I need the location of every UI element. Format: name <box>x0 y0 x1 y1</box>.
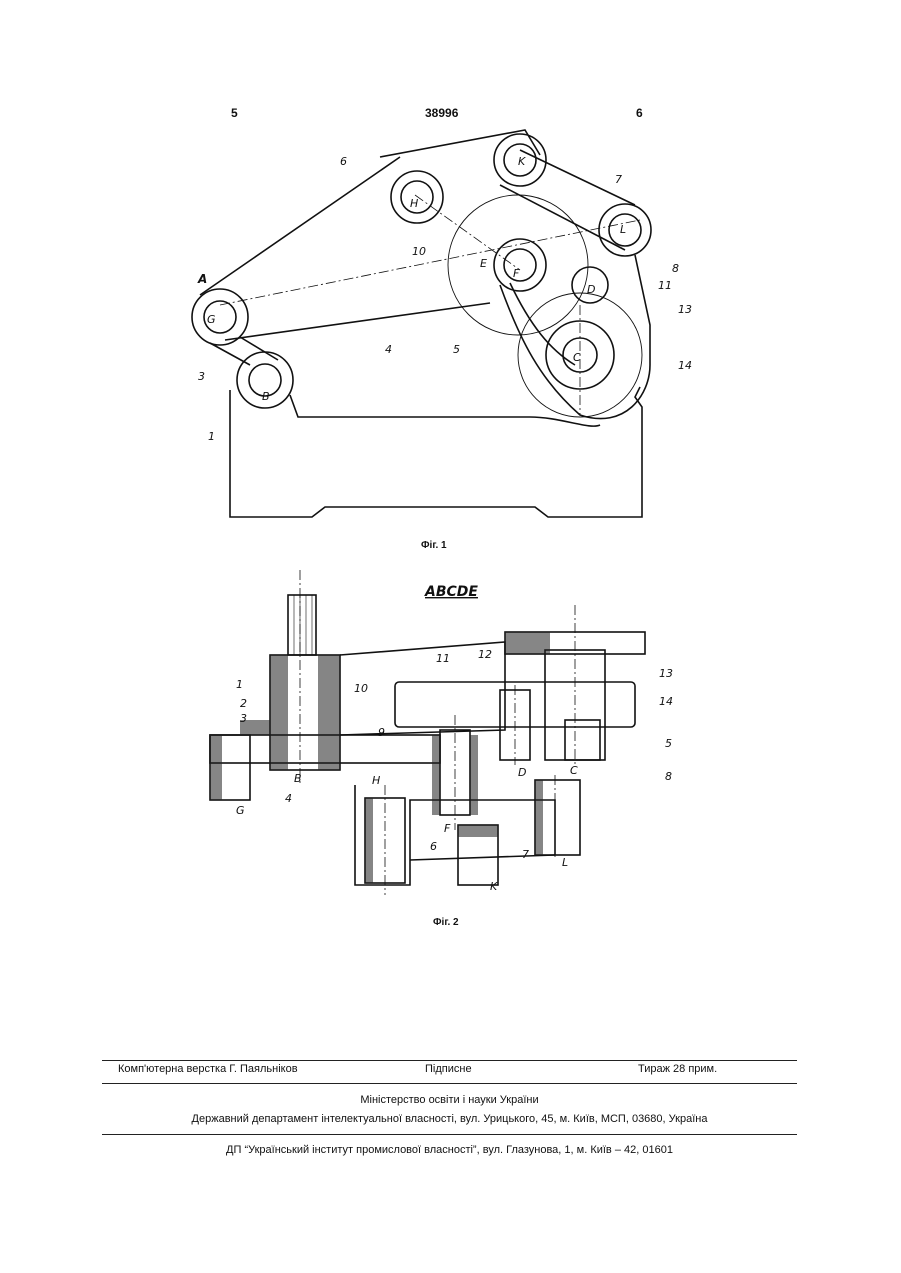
svg-text:11: 11 <box>658 279 672 292</box>
svg-text:7: 7 <box>522 848 529 861</box>
svg-text:13: 13 <box>678 303 692 316</box>
svg-text:12: 12 <box>478 648 492 661</box>
svg-text:4: 4 <box>385 343 392 356</box>
svg-text:10: 10 <box>354 682 368 695</box>
patent-number: 38996 <box>425 106 458 120</box>
svg-text:B: B <box>294 772 302 785</box>
svg-text:6: 6 <box>340 155 347 168</box>
svg-text:9: 9 <box>378 726 385 739</box>
figure-2-caption: Фіг. 2 <box>433 917 459 928</box>
svg-text:F: F <box>513 267 520 280</box>
svg-text:F: F <box>444 822 451 835</box>
footer-rule-top <box>102 1060 797 1061</box>
svg-text:L: L <box>562 856 568 869</box>
svg-text:8: 8 <box>672 262 679 275</box>
svg-text:4: 4 <box>285 792 292 805</box>
figure-1-drawing: A G B H K L E F D C 1 3 4 5 6 7 8 10 11 … <box>180 125 710 525</box>
svg-text:K: K <box>518 155 526 168</box>
footer-rule-bottom <box>102 1134 797 1135</box>
svg-text:3: 3 <box>198 370 205 383</box>
svg-text:D: D <box>518 766 526 779</box>
svg-text:ABCDE: ABCDE <box>424 584 478 600</box>
svg-text:2: 2 <box>240 697 247 710</box>
circulation-note: Тираж 28 прим. <box>638 1063 717 1075</box>
svg-text:E: E <box>480 257 487 270</box>
page-number-left: 5 <box>231 106 238 120</box>
svg-text:K: K <box>490 880 498 893</box>
svg-text:G: G <box>207 313 216 326</box>
footer-rule-middle <box>102 1083 797 1084</box>
svg-text:8: 8 <box>665 770 672 783</box>
svg-text:C: C <box>570 764 578 777</box>
figure-2-drawing: ABCDE <box>200 570 680 900</box>
svg-text:H: H <box>410 197 418 210</box>
figure-1-caption: Фіг. 1 <box>421 540 447 551</box>
svg-text:10: 10 <box>412 245 426 258</box>
svg-text:5: 5 <box>453 343 460 356</box>
svg-text:14: 14 <box>659 695 673 708</box>
svg-text:D: D <box>587 283 595 296</box>
svg-text:1: 1 <box>208 430 215 443</box>
signed-note: Підписне <box>425 1063 472 1075</box>
svg-text:G: G <box>236 804 245 817</box>
svg-text:1: 1 <box>236 678 243 691</box>
department-address: Державний департамент інтелектуальної вл… <box>102 1113 797 1125</box>
ministry-name: Міністерство освіти і науки України <box>102 1094 797 1106</box>
svg-text:C: C <box>573 351 581 364</box>
svg-text:13: 13 <box>659 667 673 680</box>
typesetting-credit: Комп'ютерна верстка Г. Паяльніков <box>118 1063 298 1075</box>
svg-text:5: 5 <box>665 737 672 750</box>
svg-text:B: B <box>262 390 270 403</box>
svg-text:A: A <box>197 272 207 286</box>
svg-text:14: 14 <box>678 359 692 372</box>
svg-text:6: 6 <box>430 840 437 853</box>
svg-text:L: L <box>620 223 626 236</box>
page-number-right: 6 <box>636 106 643 120</box>
institute-address: ДП “Український інститут промислової вла… <box>102 1144 797 1156</box>
svg-text:7: 7 <box>615 173 622 186</box>
svg-text:3: 3 <box>240 712 247 725</box>
svg-text:H: H <box>372 774 380 787</box>
svg-text:11: 11 <box>436 652 450 665</box>
